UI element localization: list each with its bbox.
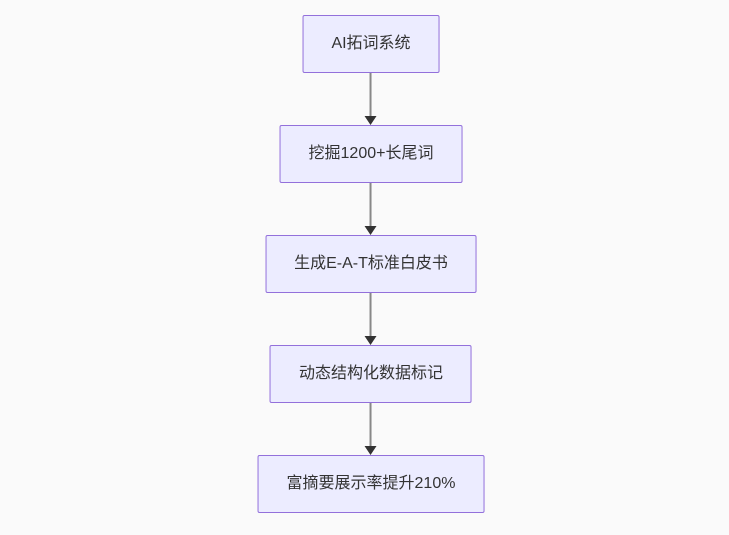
arrow-line: [370, 293, 372, 336]
arrow-head-icon: [365, 336, 377, 345]
flow-node-eat-whitepaper: 生成E-A-T标准白皮书: [265, 235, 477, 293]
flow-node-structured-data: 动态结构化数据标记: [269, 345, 472, 403]
arrow-line: [370, 403, 372, 446]
arrow-head-icon: [365, 116, 377, 125]
flow-node-ai-system: AI拓词系统: [302, 15, 440, 73]
flow-arrow-2: [365, 183, 377, 235]
arrow-head-icon: [365, 226, 377, 235]
flow-arrow-4: [365, 403, 377, 455]
flow-node-rich-snippet-rate: 富摘要展示率提升210%: [257, 455, 485, 513]
arrow-head-icon: [365, 446, 377, 455]
flow-arrow-1: [365, 73, 377, 125]
flowchart: AI拓词系统 挖掘1200+长尾词 生成E-A-T标准白皮书 动态结构化数据标记…: [257, 15, 485, 513]
flow-arrow-3: [365, 293, 377, 345]
arrow-line: [370, 183, 372, 226]
arrow-line: [370, 73, 372, 116]
flow-node-longtail-keywords: 挖掘1200+长尾词: [279, 125, 463, 183]
